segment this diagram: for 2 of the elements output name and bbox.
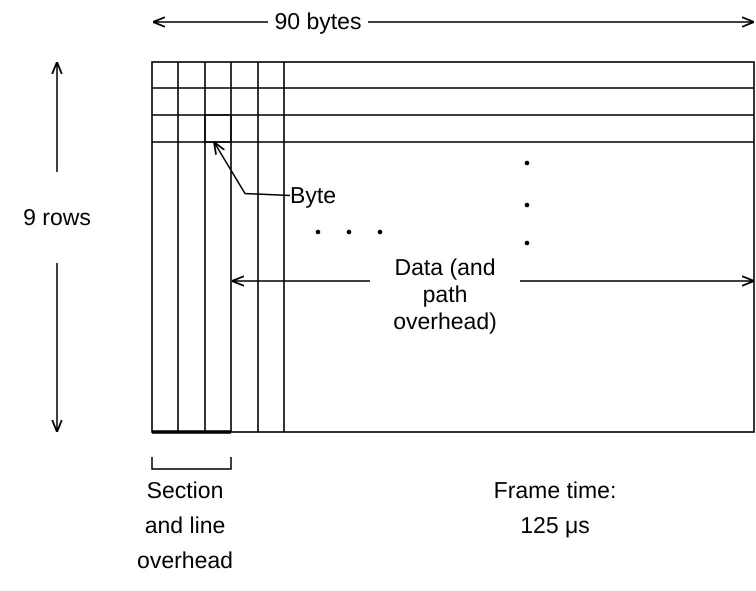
byte-cell — [204, 114, 232, 143]
leader-line — [213, 141, 290, 196]
